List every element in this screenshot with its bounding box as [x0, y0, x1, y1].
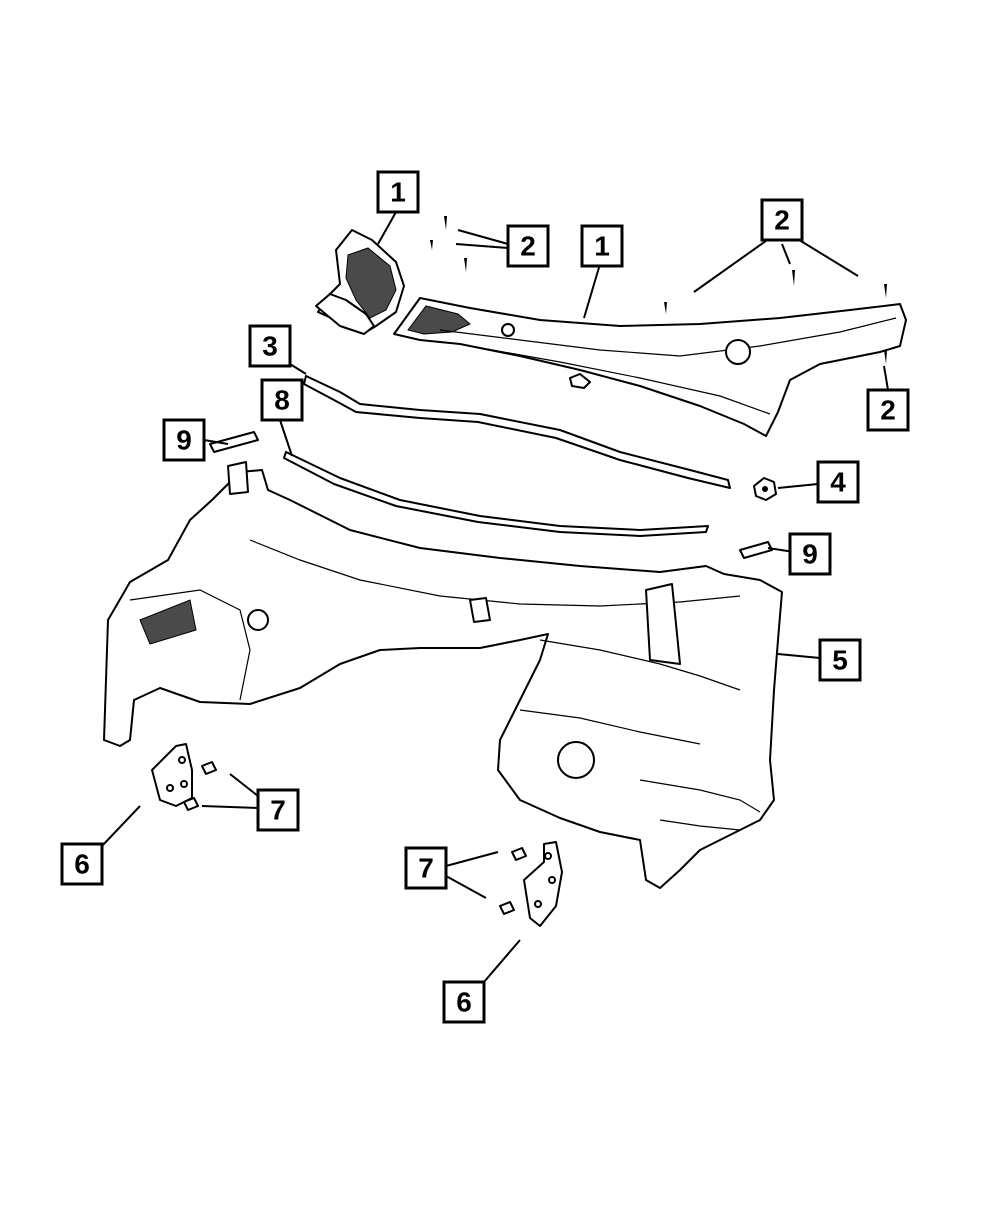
cowl-seal-part-3	[303, 375, 731, 489]
callout-6-right: 6	[442, 980, 486, 1024]
callout-label: 1	[390, 177, 406, 208]
cowl-top-panel-part	[393, 297, 907, 437]
windshield-seal-part-8	[283, 451, 709, 537]
callout-label: 4	[830, 467, 846, 498]
callout-label: 8	[274, 385, 290, 416]
callout-label: 6	[456, 987, 472, 1018]
callout-9-left: 9	[162, 418, 206, 462]
callout-1-left: 1	[376, 170, 420, 214]
callout-2-right: 2	[866, 388, 910, 432]
callout-7-left: 7	[256, 788, 300, 832]
callout-7-right: 7	[404, 846, 448, 890]
callout-2-top-right: 2	[760, 198, 804, 242]
clip-part-4	[753, 477, 777, 501]
bolts-part-7a	[183, 761, 217, 811]
callout-9-right: 9	[788, 532, 832, 576]
callout-label: 3	[262, 331, 278, 362]
callout-8: 8	[260, 378, 304, 422]
callout-label: 2	[774, 205, 790, 236]
callout-label: 9	[176, 425, 192, 456]
callout-3: 3	[248, 324, 292, 368]
pad-part-9a	[209, 431, 259, 453]
callout-label: 1	[594, 231, 610, 262]
callout-label: 5	[832, 645, 848, 676]
bolts-part-7b	[499, 847, 527, 915]
cowl-grille-left-part	[315, 229, 405, 335]
bracket-part-6b	[523, 841, 563, 927]
plenum-assembly-part-5	[103, 461, 783, 889]
screws-part-2	[430, 216, 887, 364]
callout-6-left: 6	[60, 842, 104, 886]
pad-part-9b	[739, 541, 773, 559]
callout-label: 7	[418, 853, 434, 884]
callout-label: 6	[74, 849, 90, 880]
callout-2-top-left: 2	[506, 224, 550, 268]
bracket-part-6a	[151, 743, 193, 807]
callout-label: 7	[270, 795, 286, 826]
callout-label: 2	[880, 395, 896, 426]
callout-5: 5	[818, 638, 862, 682]
callout-4: 4	[816, 460, 860, 504]
callout-label: 9	[802, 539, 818, 570]
callout-1-right: 1	[580, 224, 624, 268]
callout-label: 2	[520, 231, 536, 262]
